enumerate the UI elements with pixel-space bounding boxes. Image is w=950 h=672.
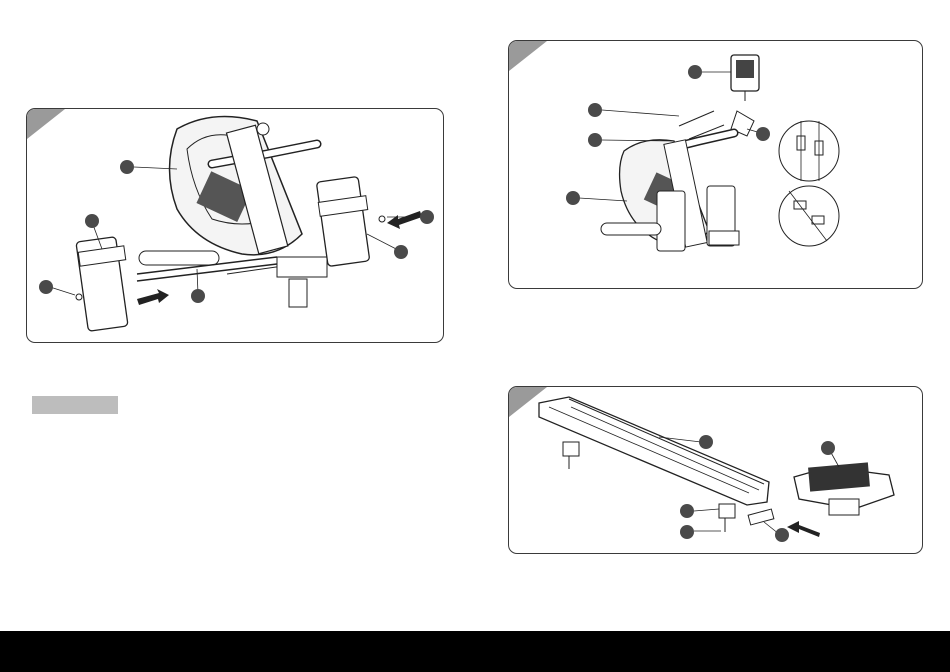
callout-bubble bbox=[85, 214, 99, 228]
callout-bubble bbox=[191, 289, 205, 303]
callout-bubble bbox=[420, 210, 434, 224]
callout-bubble bbox=[775, 528, 789, 542]
assembly-panel-rail bbox=[508, 386, 923, 554]
callout-bubble bbox=[756, 127, 770, 141]
assembly-panel-footrests bbox=[26, 108, 444, 343]
wiring-detail-circle bbox=[779, 186, 839, 246]
callout-bubble bbox=[588, 103, 602, 117]
console-wiring-diagram bbox=[509, 41, 922, 288]
callout-bubble bbox=[588, 133, 602, 147]
callout-bubble bbox=[566, 191, 580, 205]
callout-bubble bbox=[688, 65, 702, 79]
rail-seat-diagram bbox=[509, 387, 922, 553]
page-footer-bar bbox=[0, 631, 950, 672]
assembly-panel-console bbox=[508, 40, 923, 289]
footrest-assembly-diagram bbox=[27, 109, 443, 342]
callout-bubble bbox=[821, 441, 835, 455]
callout-bubble bbox=[699, 435, 713, 449]
callout-bubble bbox=[120, 160, 134, 174]
section-label-bar bbox=[32, 396, 118, 414]
wiring-detail-circle bbox=[779, 121, 839, 181]
callout-bubble bbox=[394, 245, 408, 259]
callout-bubble bbox=[680, 525, 694, 539]
callout-bubble bbox=[39, 280, 53, 294]
callout-bubble bbox=[680, 504, 694, 518]
